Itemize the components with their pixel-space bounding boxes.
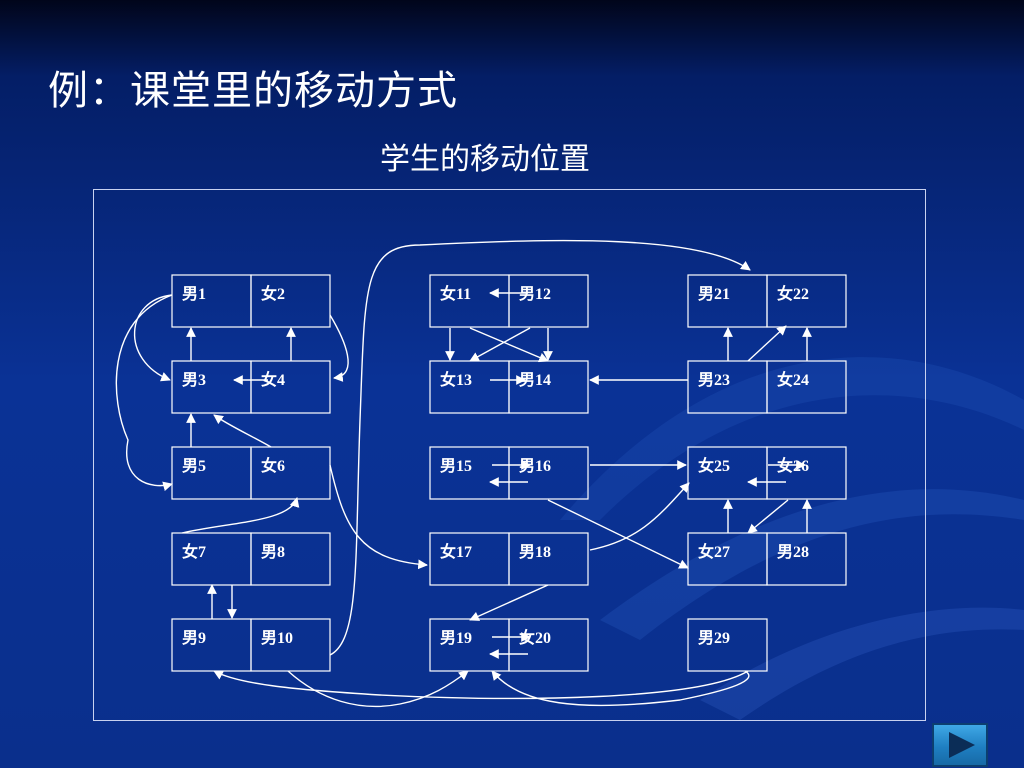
- seat-label: 男19: [440, 629, 472, 647]
- movement-arrow: [329, 239, 751, 656]
- movement-arrow: [547, 499, 689, 569]
- seat-label: 女27: [698, 542, 730, 561]
- seat-cell: [508, 446, 589, 500]
- seat-label: 女6: [261, 456, 285, 475]
- movement-arrow: [589, 482, 690, 551]
- seat-label: 男8: [261, 543, 285, 561]
- movement-arrow: [181, 497, 300, 534]
- seat-label: 男18: [519, 543, 551, 561]
- movement-arrow: [329, 314, 349, 382]
- next-slide-button[interactable]: [932, 723, 988, 767]
- seat-cell: [250, 274, 331, 328]
- seat-pair-s12: 女27 男28: [687, 532, 847, 586]
- seat-cell: [766, 446, 847, 500]
- seat-cell: [687, 618, 768, 672]
- diagram-frame: [93, 189, 926, 721]
- seat-label: 男12: [519, 285, 551, 303]
- seat-label: 男21: [698, 285, 730, 303]
- seat-cell: [766, 274, 847, 328]
- seat-label: 男28: [777, 543, 809, 561]
- movement-arrow: [329, 464, 428, 570]
- seat-label: 男10: [261, 629, 293, 647]
- seat-label: 男29: [698, 629, 730, 647]
- movement-arrow: [469, 327, 549, 363]
- seat-cell: [250, 618, 331, 672]
- seat-label: 男16: [519, 457, 551, 475]
- movement-arrow: [287, 670, 469, 708]
- seat-cell: [508, 532, 589, 586]
- seat-pair-s4: 男3 女4: [171, 360, 331, 414]
- seat-cell: [250, 532, 331, 586]
- seat-pair-s13: 男9 男10: [171, 618, 331, 672]
- seat-label: 男9: [182, 629, 206, 647]
- seat-label: 女4: [261, 370, 285, 389]
- seat-label: 男3: [182, 371, 206, 389]
- movement-arrow: [747, 325, 787, 362]
- movement-arrow: [469, 327, 531, 362]
- seat-pair-s15: 男29: [687, 618, 768, 672]
- play-triangle-icon: [949, 732, 975, 758]
- diagram-subtitle: 学生的移动位置: [380, 142, 590, 177]
- movement-arrow: [133, 294, 173, 382]
- seat-pair-s8: 男15 男16: [429, 446, 589, 500]
- seat-pair-s10: 女7 男8: [171, 532, 331, 586]
- seat-label: 女25: [698, 456, 730, 475]
- movement-arrow: [469, 584, 549, 621]
- seat-label: 女7: [182, 542, 206, 561]
- seat-pair-s11: 女17 男18: [429, 532, 589, 586]
- seat-pair-s1: 男1 女2: [171, 274, 331, 328]
- seat-label: 女17: [440, 542, 472, 561]
- seat-cell: [508, 618, 589, 672]
- seat-label: 女24: [777, 370, 809, 389]
- movement-arrow: [747, 499, 789, 534]
- seat-label: 女2: [261, 284, 285, 303]
- seat-label: 女13: [440, 370, 472, 389]
- seat-pair-s7: 男5 女6: [171, 446, 331, 500]
- seat-label: 男23: [698, 371, 730, 389]
- seat-cell: [508, 274, 589, 328]
- seat-label: 女22: [777, 284, 809, 303]
- seat-label: 男1: [182, 285, 206, 303]
- movement-arrow: [213, 670, 749, 700]
- seat-pair-s3: 男21 女22: [687, 274, 847, 328]
- seat-label: 男15: [440, 457, 472, 475]
- seat-pair-s2: 女11 男12: [429, 274, 589, 328]
- seat-pair-s5: 女13 男14: [429, 360, 589, 414]
- movement-arrow: [115, 294, 173, 492]
- movement-arrow: [491, 670, 750, 707]
- movement-arrow: [213, 414, 272, 448]
- seat-label: 女11: [440, 284, 471, 303]
- seat-label: 男14: [519, 371, 551, 389]
- seat-pair-s6: 男23 女24: [687, 360, 847, 414]
- seat-label: 男5: [182, 457, 206, 475]
- slide-title: 例：课堂里的移动方式: [48, 68, 458, 114]
